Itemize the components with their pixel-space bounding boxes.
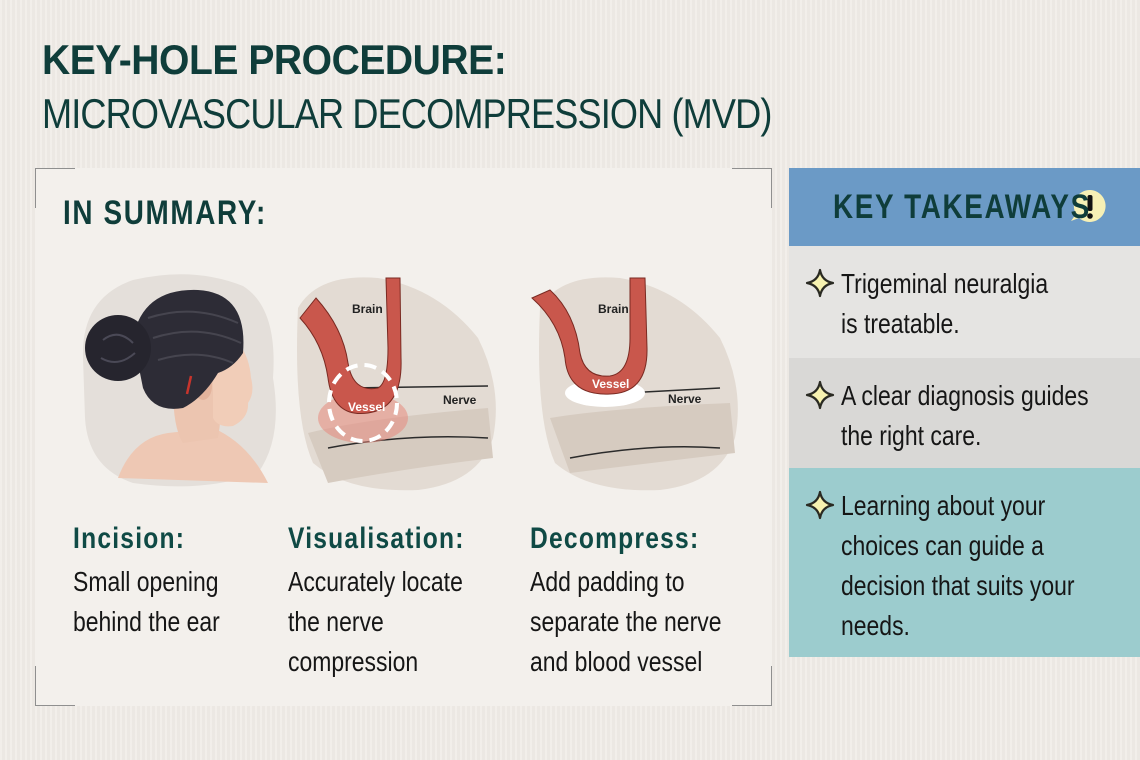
brain-label: Brain bbox=[352, 302, 383, 316]
step-label: Visualisation: bbox=[288, 522, 465, 555]
summary-panel: IN SUMMARY: Incision: Small opening behi… bbox=[35, 168, 772, 706]
vessel-padding-illustration-icon: Brain Vessel Nerve bbox=[531, 277, 738, 491]
takeaways-header: KEY TAKEAWAYS bbox=[789, 168, 1140, 246]
vessel-label: Vessel bbox=[592, 377, 629, 391]
sparkle-star-icon bbox=[805, 268, 835, 298]
step-description: Small opening behind the ear bbox=[73, 566, 220, 637]
page-subtitle: MICROVASCULAR DECOMPRESSION (MVD) bbox=[42, 90, 772, 137]
takeaways-title: KEY TAKEAWAYS bbox=[833, 187, 1091, 226]
page-title: KEY-HOLE PROCEDURE: bbox=[42, 36, 507, 83]
step-description: Accurately locate the nerve compression bbox=[288, 566, 463, 677]
takeaway-item: Learning about your choices can guide a … bbox=[789, 468, 1140, 657]
head-illustration-icon bbox=[82, 274, 276, 487]
exclamation-speech-bubble-icon bbox=[1071, 189, 1106, 222]
corner-bracket bbox=[35, 666, 75, 706]
key-takeaways-panel: KEY TAKEAWAYS Trigeminal neuralgia is tr… bbox=[789, 168, 1140, 657]
step-label: Incision: bbox=[73, 522, 186, 555]
corner-bracket bbox=[35, 168, 75, 208]
summary-heading: IN SUMMARY: bbox=[63, 194, 267, 232]
corner-bracket bbox=[732, 666, 772, 706]
step-description: Add padding to separate the nerve and bl… bbox=[530, 566, 722, 677]
sparkle-star-icon bbox=[805, 380, 835, 410]
takeaway-item: A clear diagnosis guides the right care. bbox=[789, 358, 1140, 468]
vessel-compression-illustration-icon: Brain Vessel Nerve bbox=[297, 277, 496, 491]
nerve-label: Nerve bbox=[668, 392, 702, 406]
nerve-label: Nerve bbox=[443, 393, 477, 407]
sparkle-star-icon bbox=[805, 490, 835, 520]
vessel-label: Vessel bbox=[348, 400, 385, 414]
step-label: Decompress: bbox=[530, 522, 700, 555]
brain-label: Brain bbox=[598, 302, 629, 316]
takeaway-item: Trigeminal neuralgia is treatable. bbox=[789, 246, 1140, 358]
corner-bracket bbox=[732, 168, 772, 208]
